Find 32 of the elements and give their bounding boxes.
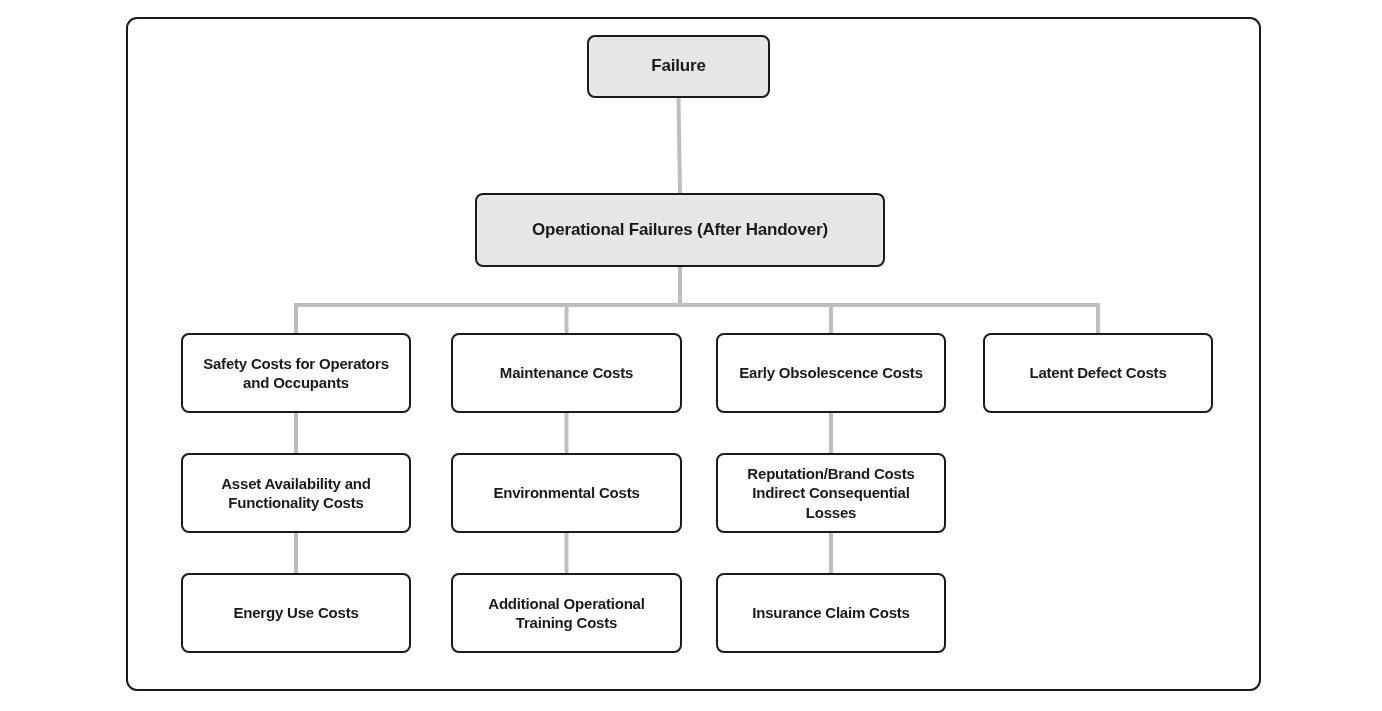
- cost-box: [716, 333, 946, 413]
- cost-box: [451, 333, 682, 413]
- cost-box: [716, 573, 946, 653]
- box-label: Operational Failures (After Handover): [532, 218, 828, 241]
- cost-box: [181, 453, 411, 533]
- category-box: [475, 193, 885, 267]
- category-box: [587, 35, 770, 98]
- box-label: Maintenance Costs: [499, 363, 634, 383]
- box-label: Additional Operational Training Costs: [487, 593, 646, 633]
- connector-line: [294, 533, 298, 573]
- connector-line: [294, 413, 298, 453]
- connector-line: [829, 413, 833, 453]
- box-label: Asset Availability and Functionality Costs: [220, 473, 372, 513]
- box-label: Early Obsolescence Costs: [739, 363, 923, 383]
- box-label: Reputation/Brand Costs Indirect Consequential Losses: [746, 463, 916, 523]
- connector-line: [564, 533, 569, 573]
- cost-box: [451, 573, 682, 653]
- box-label: Latent Defect Costs: [1029, 363, 1167, 383]
- box-label: Failure: [651, 55, 706, 78]
- box-label: Environmental Costs: [493, 483, 640, 503]
- connector-line: [564, 413, 569, 453]
- connector-line: [829, 533, 833, 573]
- connector-line: [676, 97, 682, 194]
- box-label: Insurance Claim Costs: [752, 603, 910, 623]
- box-label: Safety Costs for Operators and Occupants: [202, 353, 390, 393]
- box-label: Energy Use Costs: [233, 603, 359, 623]
- cost-box: [451, 453, 682, 533]
- cost-box: [983, 333, 1213, 413]
- cost-box: [181, 573, 411, 653]
- cost-box: [716, 453, 946, 533]
- cost-box: [181, 333, 411, 413]
- connector-line: [678, 267, 1100, 333]
